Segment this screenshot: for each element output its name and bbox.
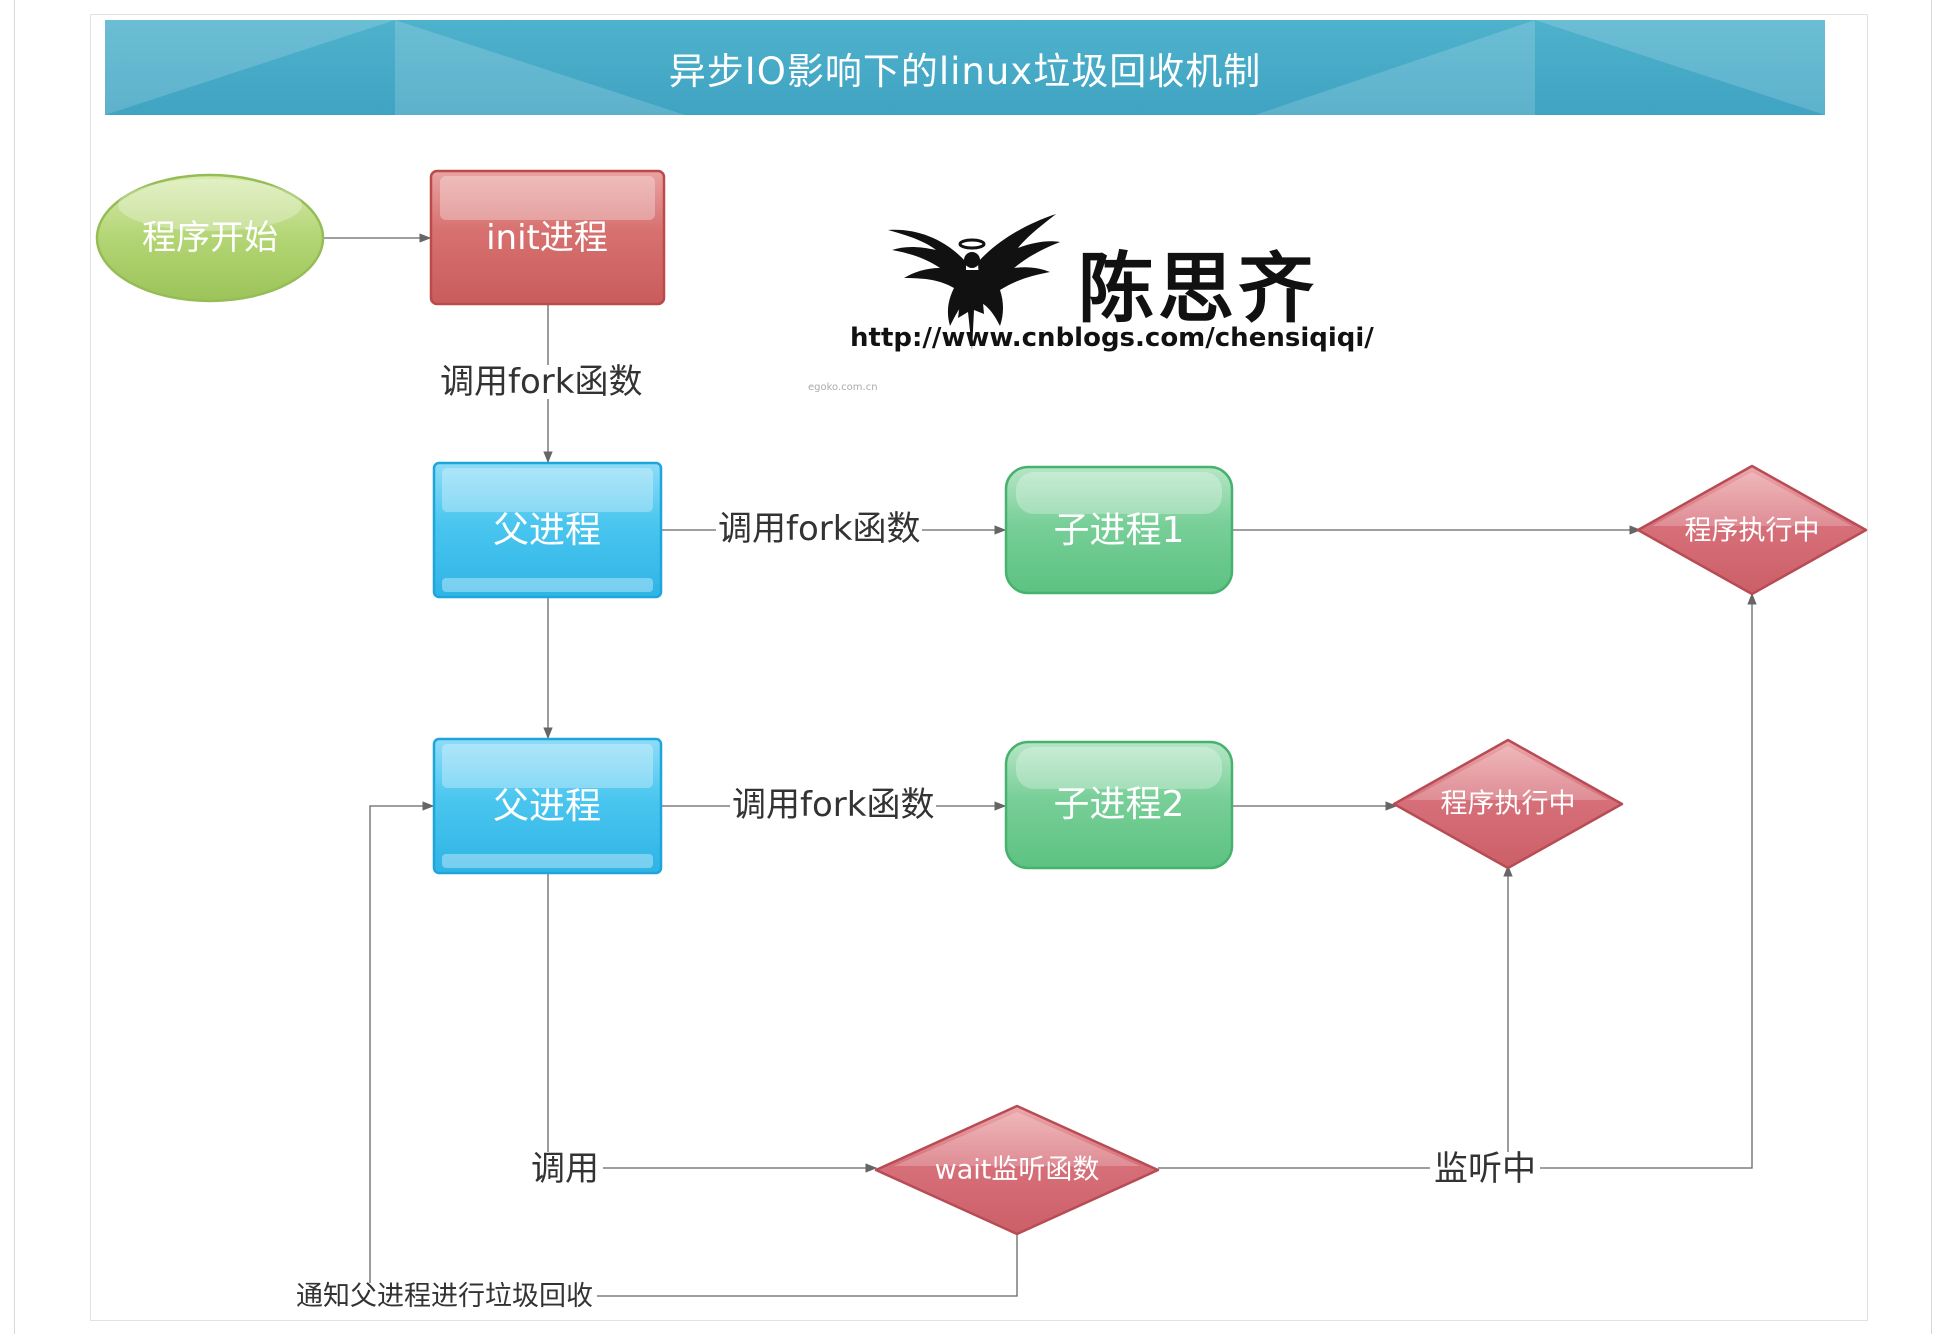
brand-logo-icon: [888, 214, 1060, 350]
title-banner: 异步IO影响下的linux垃圾回收机制: [105, 20, 1825, 115]
brand-name: 陈思齐: [1078, 244, 1318, 333]
init-node-label: init进程: [486, 218, 608, 258]
edge-label-listening: 监听中: [1430, 1152, 1540, 1186]
parent-node-2: [432, 737, 663, 875]
diagram-canvas: [90, 14, 1868, 1321]
wait-diamond: [874, 1104, 1160, 1236]
edge-wait-to-running1: [1158, 592, 1757, 1169]
edge-label-notify: 通知父进程进行垃圾回收: [292, 1283, 597, 1310]
child-node-2-label: 子进程2: [1053, 784, 1185, 825]
child-node-2: [1004, 740, 1234, 870]
watermark-text: egoko.com.cn: [808, 382, 878, 393]
diagram-title: 异步IO影响下的linux垃圾回收机制: [668, 49, 1262, 93]
child-node-1-label: 子进程1: [1053, 510, 1185, 551]
parent-node-1-label: 父进程: [492, 510, 602, 551]
running-2-label: 程序执行中: [1440, 788, 1576, 820]
brand-block: 陈思齐 http://www.cnblogs.com/chensiqiqi/: [850, 215, 1374, 365]
running-diamond-2: [1392, 738, 1624, 870]
running-1-label: 程序执行中: [1684, 515, 1820, 547]
brand-url: http://www.cnblogs.com/chensiqiqi/: [850, 323, 1374, 353]
edge-label-parent1-fork: 调用fork函数: [716, 509, 923, 549]
parent-node-2-label: 父进程: [492, 786, 602, 827]
edge-label-init-fork: 调用fork函数: [440, 362, 643, 402]
init-node: [429, 169, 666, 306]
edge-parent2-to-wait: [547, 874, 878, 1173]
edge-wait-notify-parent2: [369, 801, 1018, 1297]
start-node: [95, 173, 325, 303]
edge-label-call: 调用: [527, 1152, 603, 1186]
start-node-label: 程序开始: [142, 218, 278, 258]
edge-label-parent2-fork: 调用fork函数: [730, 785, 937, 825]
wait-function-label: wait监听函数: [934, 1154, 1100, 1186]
page-border: [14, 0, 1932, 1334]
parent-node-1: [432, 461, 663, 599]
running-diamond-1: [1636, 464, 1868, 596]
child-node-1: [1004, 465, 1234, 595]
